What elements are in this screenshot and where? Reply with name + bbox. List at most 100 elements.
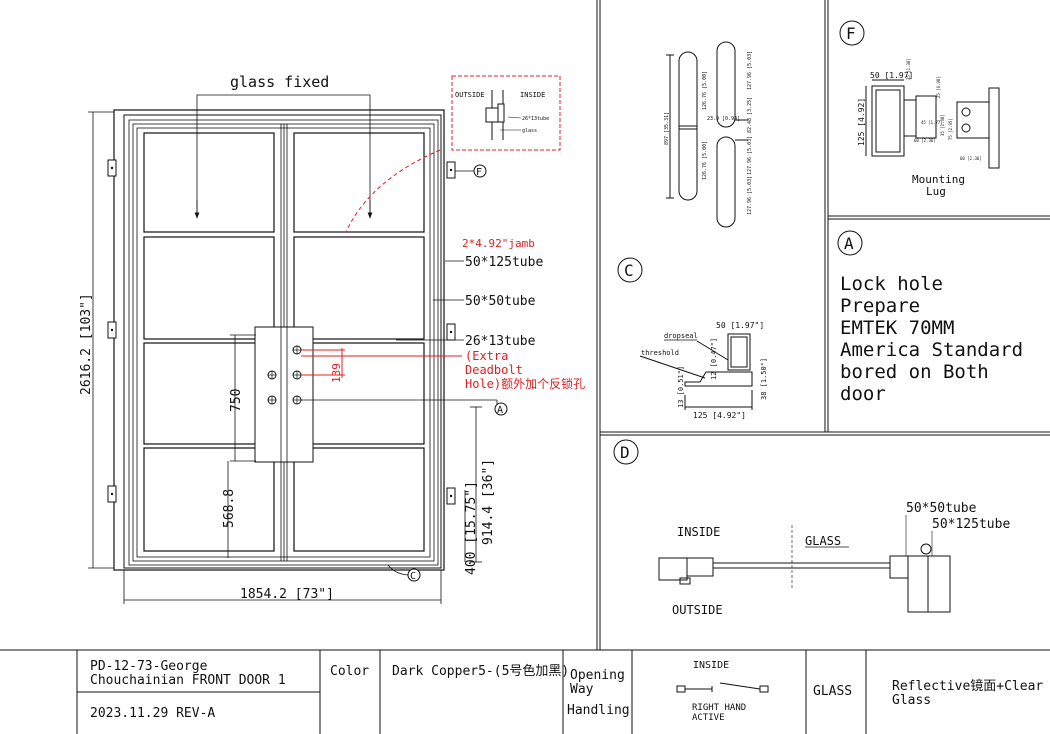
detail-d-tube-125: 50*125tube <box>932 517 1010 532</box>
opening-inside: INSIDE <box>693 660 729 671</box>
drawing-label: 125 [4.92"] <box>693 411 746 420</box>
opening-label-1: Opening <box>570 668 625 683</box>
profile-dims: 897 [35.31] 126.76 [5.00] 127.96 [5.03] … <box>664 51 753 215</box>
glass-pane <box>143 132 275 233</box>
drawing-label: Hole)额外加个反锁孔 <box>465 376 585 391</box>
dim-139: 139 <box>330 363 343 383</box>
color-value: Dark Copper5-(5号色加黑) <box>392 663 569 679</box>
project-name-2: Chouchainian FRONT DOOR 1 <box>90 673 286 688</box>
dim-height: 2616.2 [103"] <box>79 293 94 395</box>
door-swing-icon <box>676 682 769 693</box>
date-rev: 2023.11.29 REV-A <box>90 706 215 721</box>
drawing-label: Deadbolt <box>465 363 523 377</box>
drawing-label: 25 [0.98] <box>936 76 941 98</box>
dim-750: 750 <box>229 389 244 412</box>
drawing-label: 125 [4.92] <box>857 98 866 146</box>
drawing-label: 127.96 [5.03] <box>747 51 753 90</box>
drawing-label: threshold <box>641 349 679 357</box>
profile-detail <box>666 41 748 228</box>
title-block <box>76 650 867 734</box>
detail-d-inside: INSIDE <box>677 525 720 539</box>
drawing-label: 45 [1.77] <box>921 120 943 125</box>
extra-deadbolt-note: 139 (Extra Deadbolt Hole)额外加个反锁孔 <box>301 348 585 391</box>
hand-2: ACTIVE <box>692 713 725 723</box>
detail-a: A Lock hole Prepare EMTEK 70MM America S… <box>837 230 1023 405</box>
dimension-lines <box>88 111 482 604</box>
glass-value-1: Reflective镜面+Clear <box>892 679 1043 694</box>
callout-a-marker: A <box>301 399 508 416</box>
dim-width: 1854.2 [73"] <box>240 587 334 602</box>
lock-note-line: Prepare <box>840 295 920 317</box>
hand-1: RIGHT HAND <box>692 703 746 713</box>
drawing-label: 60 [2.36] <box>914 138 936 143</box>
drawing-label: 35 [1.38] <box>906 58 911 80</box>
drawing-label: A <box>497 405 503 416</box>
lock-plate <box>254 326 314 463</box>
mounting-lug-caption: Mounting <box>912 173 965 186</box>
drawing-label: 127.96 [5.03] <box>747 136 753 175</box>
section-inside-label: INSIDE <box>520 91 545 99</box>
drawing-label: 13 [0.51"] <box>677 366 685 408</box>
lock-note-line: America Standard <box>840 339 1023 361</box>
lock-note-line: bored on Both <box>840 361 989 383</box>
lock-note-line: Lock hole <box>840 273 943 295</box>
door-elevation <box>107 109 456 571</box>
detail-d: D INSIDE OUTSIDE GLASS 50*50tube 50*125t… <box>613 439 1010 617</box>
callout-f: F <box>455 164 487 178</box>
drawing-label: F <box>476 167 482 178</box>
detail-d-outside: OUTSIDE <box>672 603 723 617</box>
dim-568: 568.8 <box>222 489 237 528</box>
drawing-label: 897 [35.31] <box>664 112 670 145</box>
drawing-label: C <box>410 571 416 582</box>
glass-pane <box>293 132 425 233</box>
tube-50-label: 50*50tube <box>465 294 536 309</box>
glass-pane <box>293 447 425 552</box>
drawing-label: D <box>620 443 630 462</box>
tube-125-label: 50*125tube <box>465 255 543 270</box>
callout-c-marker: C <box>387 564 421 582</box>
sheet-frame <box>0 0 1050 651</box>
detail-d-glass: GLASS <box>805 534 841 548</box>
drawing-label: 126.76 [5.00] <box>702 141 708 180</box>
drawing-label: 50 [1.97"] <box>716 321 764 330</box>
tube-leaders <box>396 260 464 341</box>
drawing-label: 60 [2.36] <box>960 156 982 161</box>
drawing-label: 126.76 [5.00] <box>702 71 708 110</box>
opening-label-3: Handling <box>567 703 630 718</box>
detail-c: C dropseal threshold 50 [1.97"] 12 [0.47… <box>617 257 768 420</box>
detail-d-tube-50: 50*50tube <box>906 501 977 516</box>
tube-26-label: 26*13tube <box>465 334 536 349</box>
drawing-label: 50 [1.97] <box>870 71 913 80</box>
lock-note-line: EMTEK 70MM <box>840 317 954 339</box>
drawing-label: 75 [2.95] <box>948 118 953 140</box>
opening-label-2: Way <box>570 682 594 697</box>
jamb-note: 2*4.92"jamb <box>462 237 535 250</box>
drawing-label: Lug <box>926 185 946 198</box>
drawing-label: C <box>624 261 634 280</box>
dim-914: 914.4 [36"] <box>481 459 496 545</box>
section-callout: OUTSIDE INSIDE 26*13tube glass <box>345 75 561 233</box>
drawing-label: 38 [1.50"] <box>760 358 768 400</box>
drawing-label: 35 [1.38] <box>940 114 945 136</box>
drawing-label: 82.48 [3.25] <box>747 97 753 133</box>
drawing-label: 12 [0.47"] <box>710 338 718 380</box>
drawing-label: dropseal <box>664 332 698 340</box>
project-name-1: PD-12-73-George <box>90 659 208 674</box>
glass-pane <box>143 236 275 340</box>
drawing-label: 23.9 [0.94] <box>707 116 740 122</box>
drawing-label: F <box>846 24 856 43</box>
detail-f: F 50 [1.97] 125 [4.92] 35 [1.38] 25 [0.9… <box>839 20 1000 198</box>
glass-pane <box>293 236 425 340</box>
drawing-label: A <box>844 234 854 253</box>
glass-label: GLASS <box>813 684 852 699</box>
glass-fixed-label: glass fixed <box>230 73 329 91</box>
glass-fixed-callout: glass fixed <box>194 73 373 219</box>
lock-note-line: door <box>840 383 886 405</box>
section-tube-label: 26*13tube <box>522 116 549 122</box>
section-outside-label: OUTSIDE <box>455 91 485 99</box>
dim-400: 400 [15.75"] <box>464 481 479 575</box>
drawing-label: 127.96 [5.03] <box>747 176 753 215</box>
glass-pane <box>143 447 275 552</box>
color-label: Color <box>330 664 369 679</box>
